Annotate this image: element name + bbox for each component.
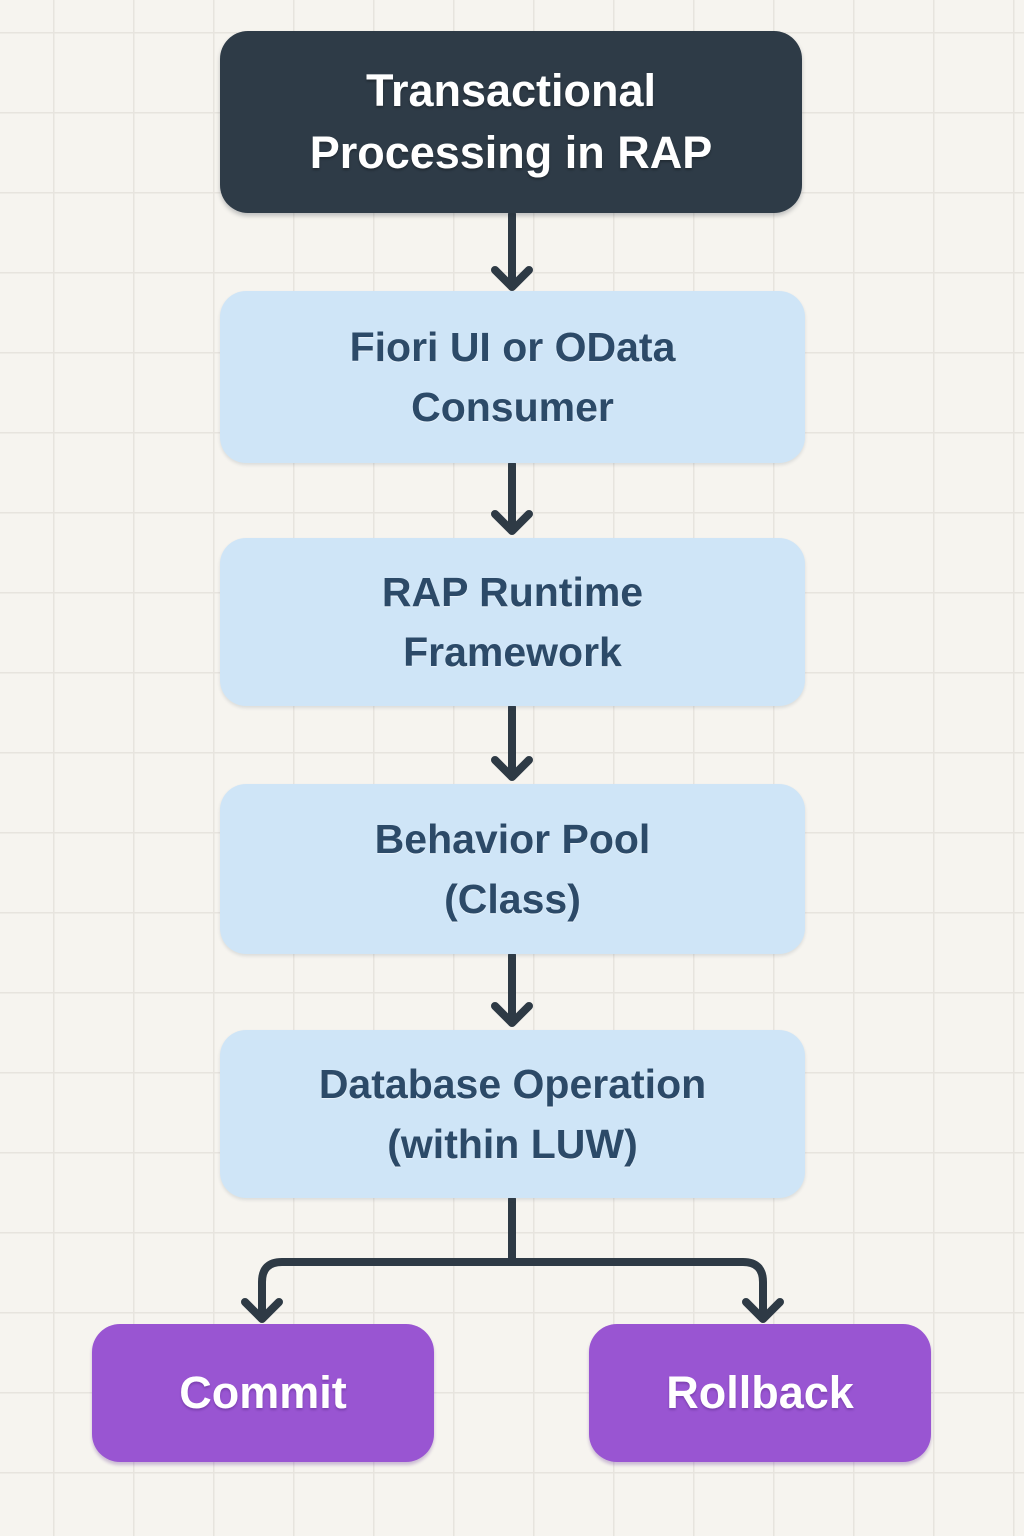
arrow-branch-to-rollback: [508, 1258, 784, 1323]
node-transactional-processing: Transactional Processing in RAP: [220, 31, 802, 213]
node-runtime-line1: RAP Runtime: [381, 569, 644, 615]
arrow-behavior-to-database: [491, 951, 533, 1027]
arrow-title-to-consumer: [491, 210, 533, 291]
node-behavior-pool-class: Behavior Pool (Class): [220, 784, 805, 954]
node-title-line2: Processing in RAP: [309, 127, 713, 178]
node-behavior-line2: (Class): [444, 876, 581, 922]
node-commit: Commit: [92, 1324, 434, 1462]
arrow-runtime-to-behavior: [491, 703, 533, 781]
node-title-line1: Transactional: [365, 65, 657, 116]
node-fiori-ui-odata-consumer: Fiori UI or OData Consumer: [220, 291, 805, 463]
node-behavior-line1: Behavior Pool: [374, 816, 651, 862]
node-database-line2: (within LUW): [387, 1121, 638, 1167]
node-runtime-line2: Framework: [403, 629, 622, 675]
node-consumer-line2: Consumer: [411, 384, 614, 430]
node-rap-runtime-framework: RAP Runtime Framework: [220, 538, 805, 706]
node-rollback-label: Rollback: [666, 1367, 854, 1418]
node-database-operation-luw: Database Operation (within LUW): [220, 1030, 805, 1198]
node-database-line1: Database Operation: [318, 1061, 707, 1107]
arrow-consumer-to-runtime: [491, 460, 533, 535]
node-consumer-line1: Fiori UI or OData: [349, 324, 676, 370]
node-rollback: Rollback: [589, 1324, 931, 1462]
arrow-branch-to-commit: [241, 1258, 516, 1323]
node-commit-label: Commit: [179, 1367, 347, 1418]
